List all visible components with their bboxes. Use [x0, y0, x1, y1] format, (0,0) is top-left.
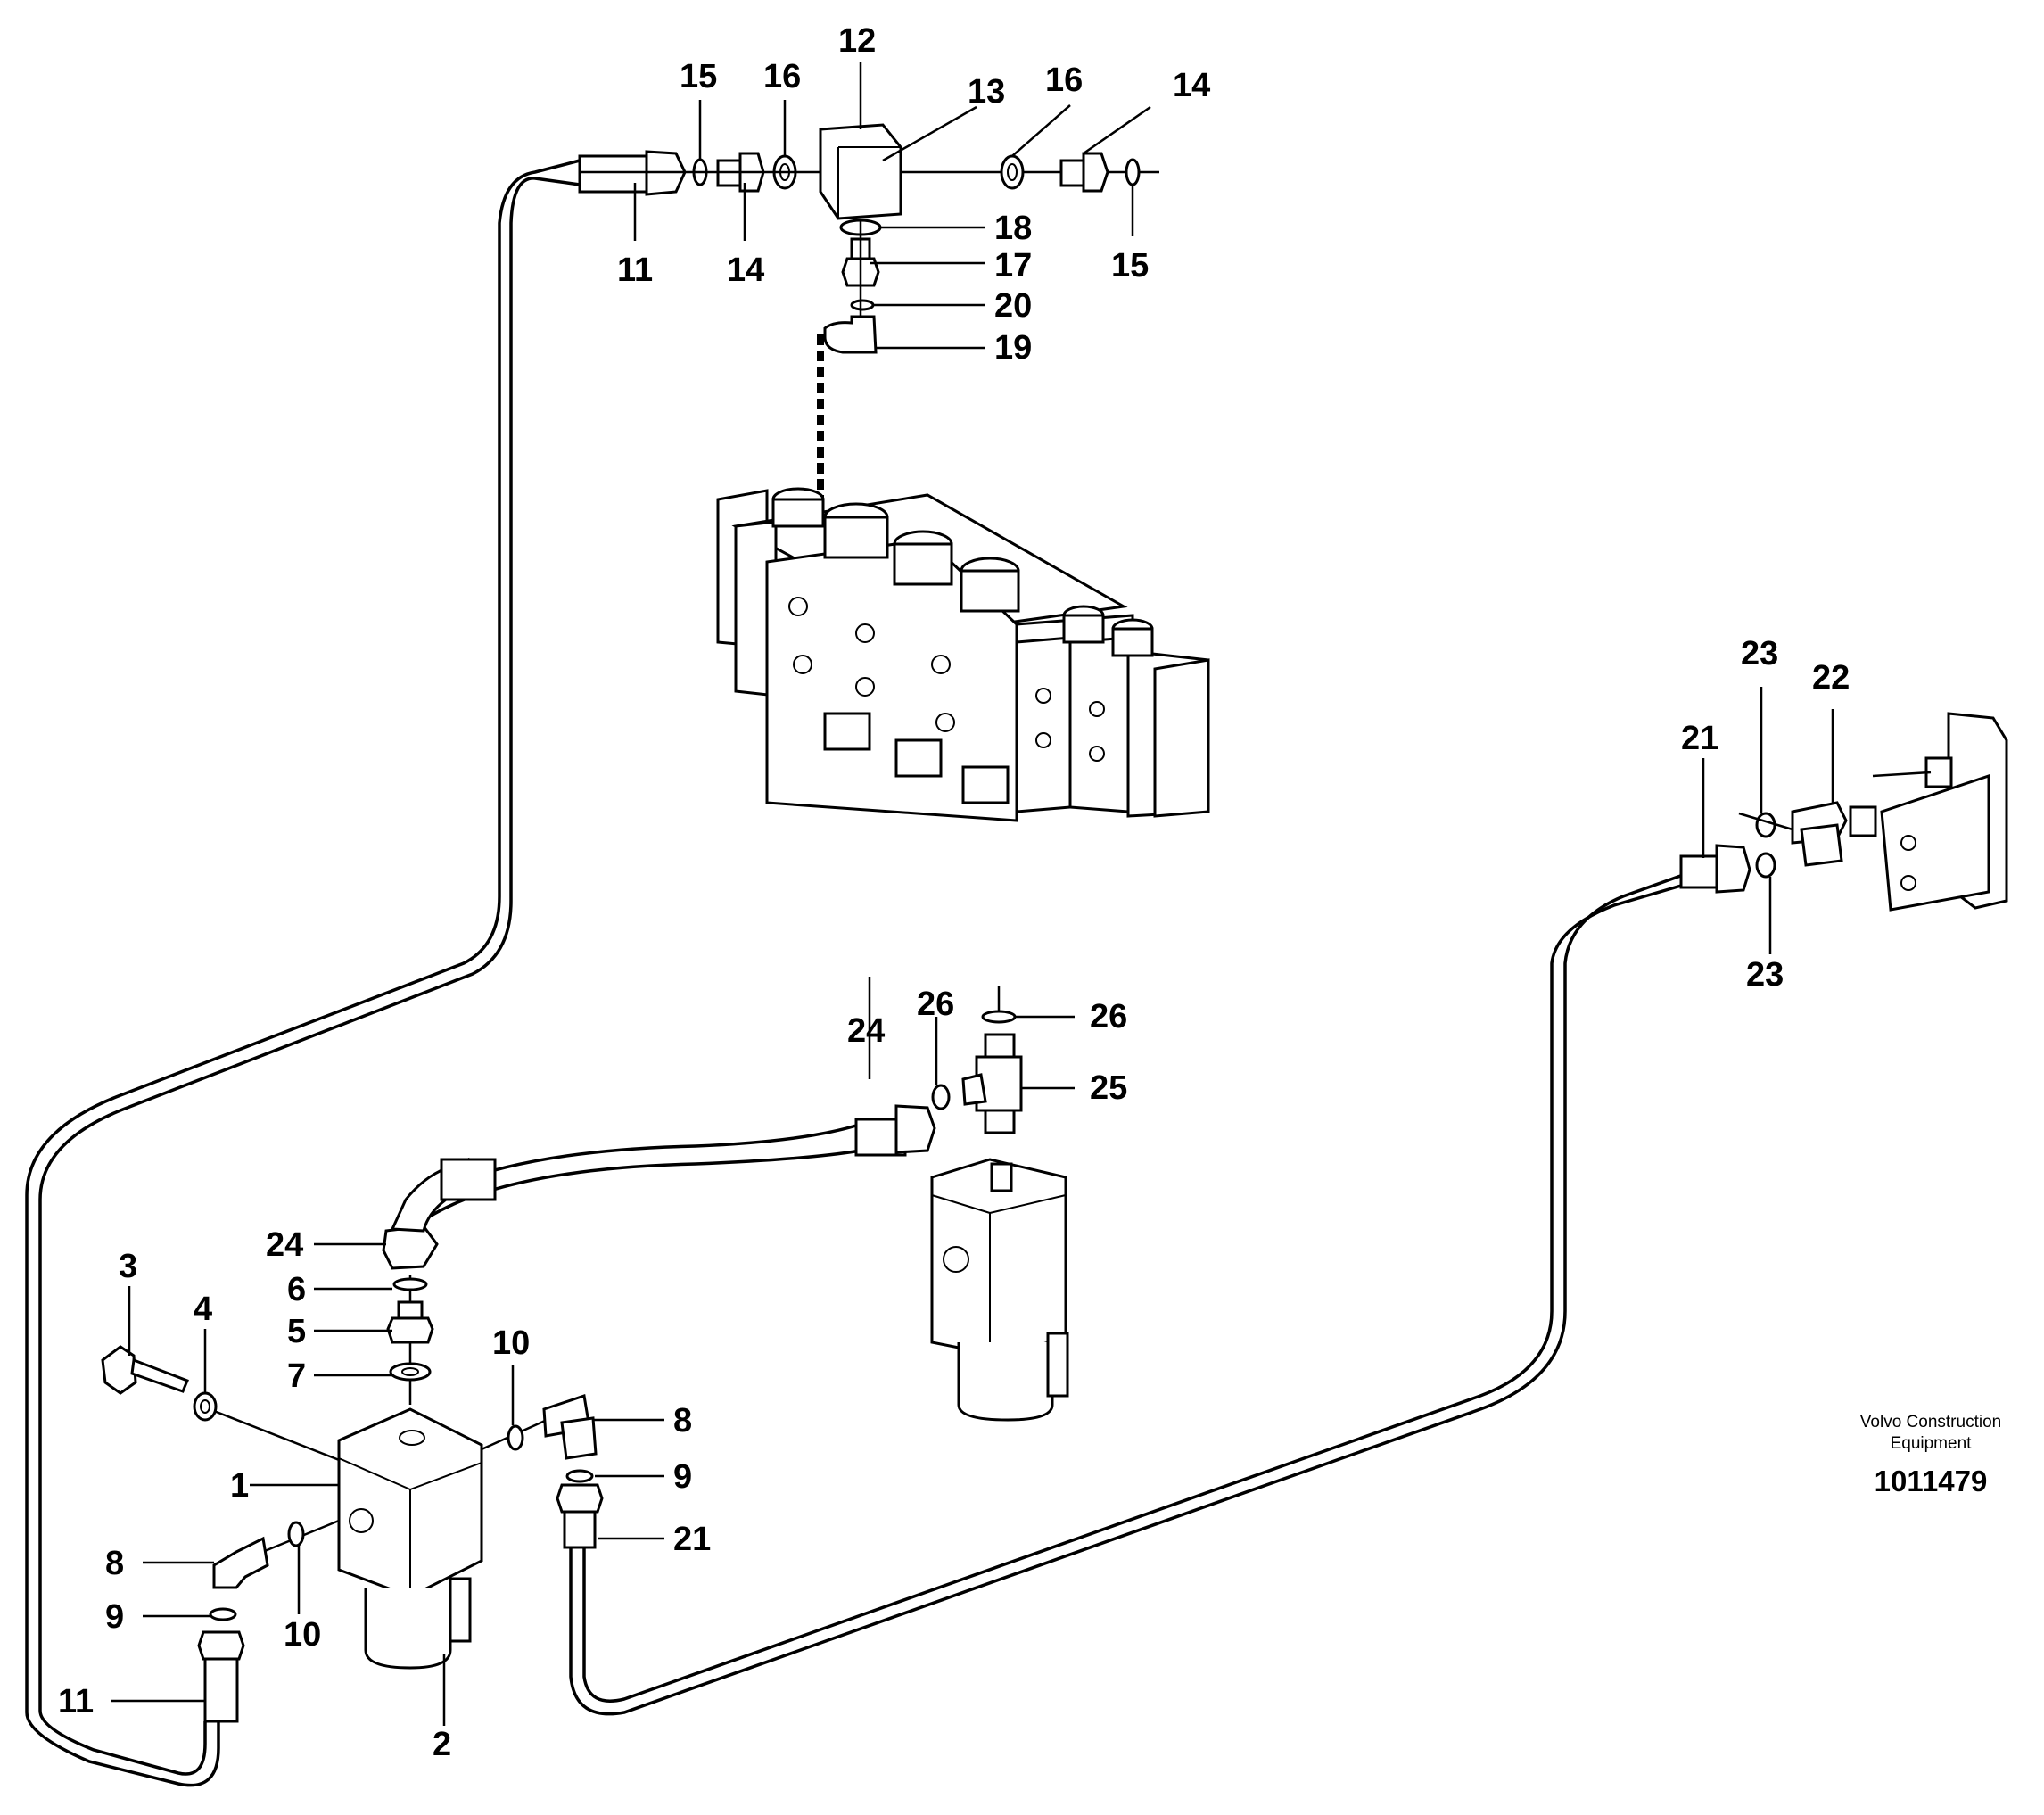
right-bracket-assembly [1679, 712, 2008, 912]
drawing-id: 1011479 [1875, 1464, 1988, 1497]
callout-15: 15 [1111, 247, 1149, 285]
callout-23: 23 [1741, 635, 1778, 672]
callout-16: 16 [1045, 62, 1083, 99]
callout-21: 21 [673, 1521, 711, 1558]
top-fitting-assembly [578, 123, 1159, 354]
callout-4: 4 [194, 1291, 212, 1328]
callout-24: 24 [266, 1226, 303, 1264]
callout-labels: 12 15 16 13 16 14 11 14 15 18 17 20 19 2… [58, 22, 1850, 1763]
callout-22: 22 [1812, 659, 1850, 697]
callout-10: 10 [284, 1616, 321, 1654]
callout-5: 5 [287, 1313, 306, 1350]
main-control-valve [716, 487, 1210, 822]
callout-26: 26 [1090, 998, 1127, 1035]
callout-12: 12 [838, 22, 876, 60]
callout-24: 24 [847, 1012, 885, 1050]
brand-line-1: Volvo Construction [1860, 1413, 2001, 1431]
callout-11: 11 [617, 252, 653, 289]
callout-1: 1 [230, 1467, 249, 1505]
callout-17: 17 [994, 247, 1032, 285]
callout-9: 9 [673, 1458, 692, 1496]
callout-13: 13 [968, 73, 1005, 111]
callout-26: 26 [917, 986, 954, 1023]
callout-8: 8 [105, 1545, 124, 1582]
callout-2: 2 [433, 1726, 451, 1763]
lower-solenoid-assembly [101, 1157, 604, 1723]
callout-9: 9 [105, 1598, 124, 1636]
callout-14: 14 [1173, 67, 1210, 104]
drawing-footer: Volvo Construction Equipment 1011479 [1860, 1413, 2001, 1497]
callout-16: 16 [763, 58, 801, 95]
callout-11: 11 [58, 1683, 94, 1720]
callout-25: 25 [1090, 1069, 1127, 1107]
callout-21: 21 [1681, 720, 1718, 757]
leader-lines [111, 62, 1834, 1726]
hose-lines [25, 159, 1686, 1787]
callout-15: 15 [680, 58, 717, 95]
callout-3: 3 [119, 1248, 137, 1285]
callout-7: 7 [287, 1357, 306, 1395]
callout-19: 19 [994, 329, 1032, 367]
brand-line-2: Equipment [1891, 1434, 1973, 1453]
center-solenoid-assembly [854, 986, 1069, 1422]
callout-10: 10 [492, 1324, 530, 1362]
callout-14: 14 [727, 252, 764, 289]
callout-23: 23 [1746, 956, 1784, 994]
callout-20: 20 [994, 287, 1032, 325]
callout-8: 8 [673, 1402, 692, 1440]
callout-18: 18 [994, 210, 1032, 247]
callout-6: 6 [287, 1271, 306, 1308]
